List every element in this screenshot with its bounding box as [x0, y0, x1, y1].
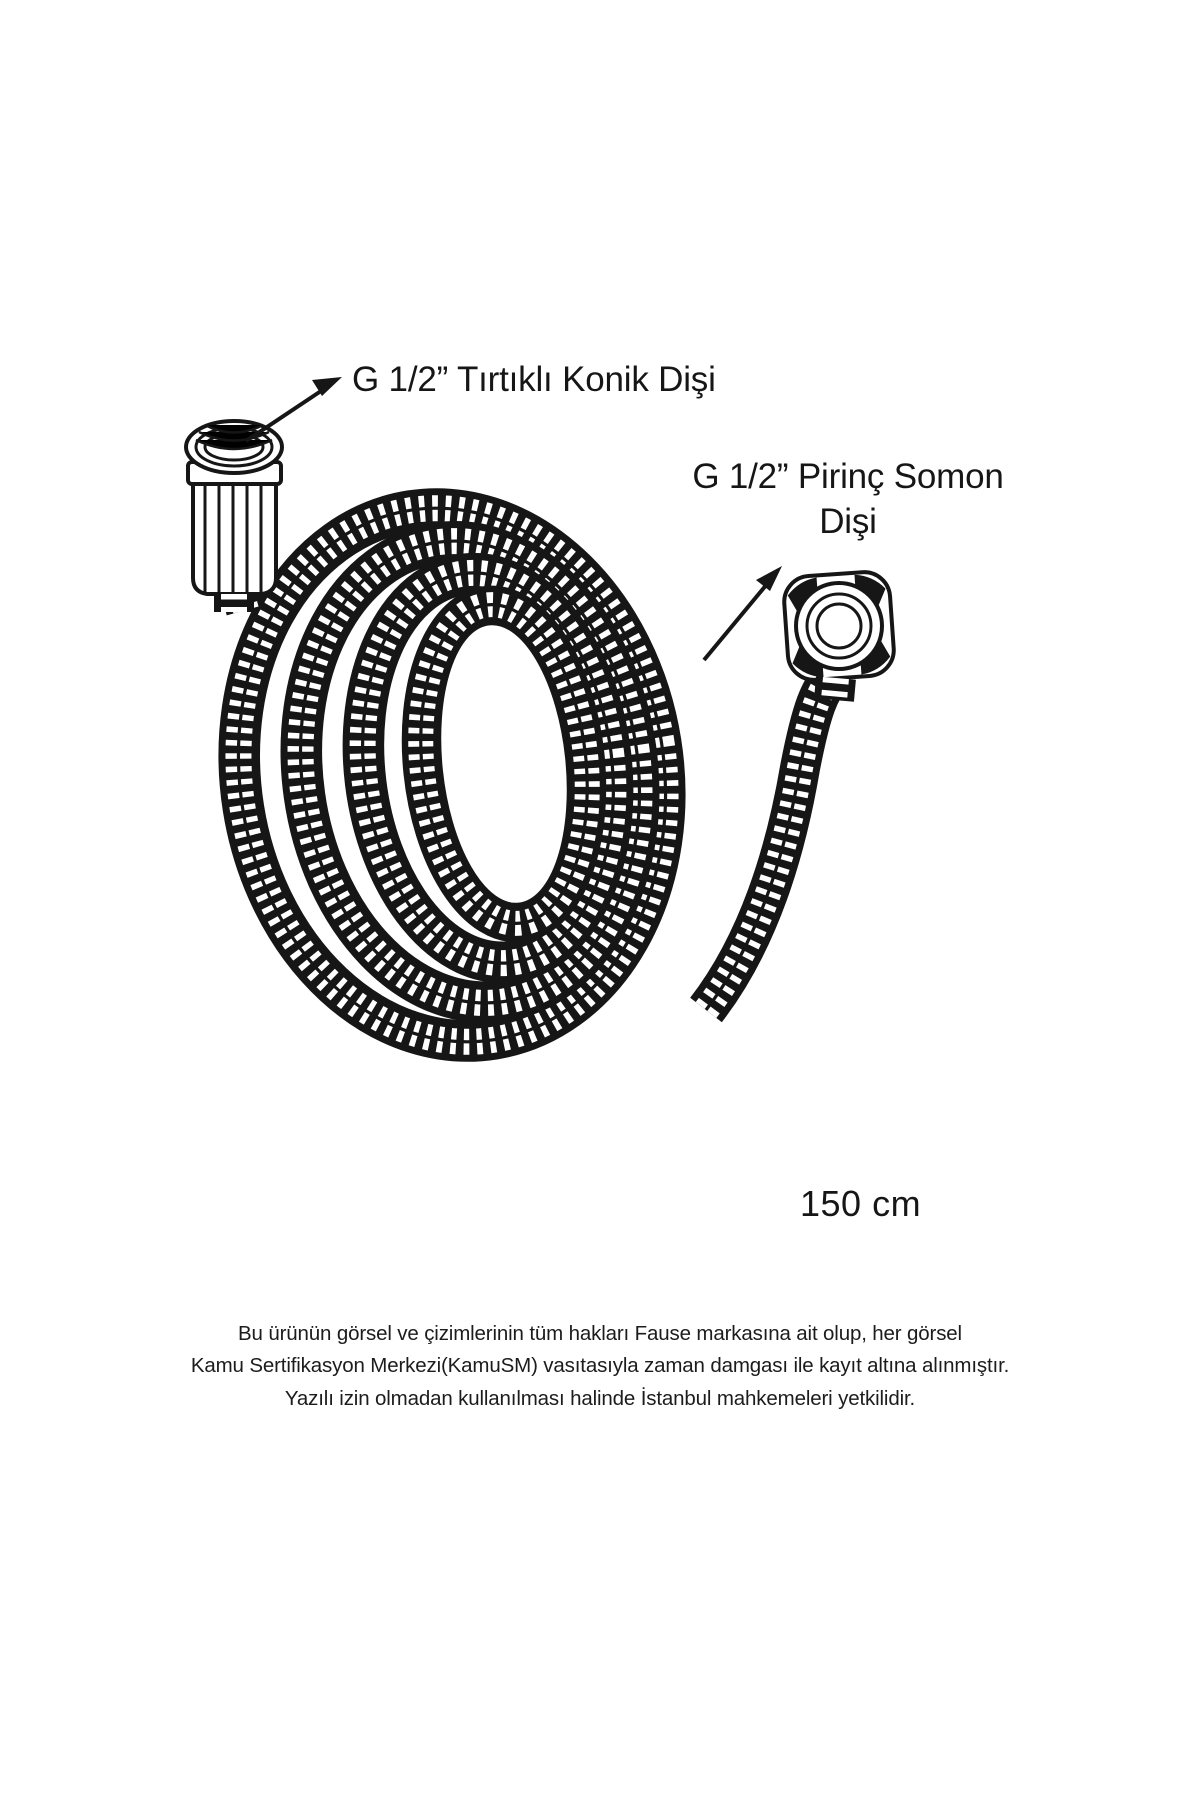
copyright-line-1: Bu ürünün görsel ve çizimlerinin tüm hak…: [238, 1322, 962, 1345]
copyright-line-3: Yazılı izin olmadan kullanılması halinde…: [284, 1386, 916, 1410]
label-brass-thread-line2: Dişi: [819, 501, 877, 541]
label-conical-thread: G 1/2” Tırtıklı Konik Dişi: [352, 360, 716, 399]
label-hose-length: 150 cm: [800, 1183, 922, 1224]
connector-conical-nut: [184, 419, 284, 612]
hose-loop-inner: [401, 585, 607, 943]
hose-tail-right: [690, 662, 848, 1023]
leader-arrow-brass: [702, 566, 782, 662]
copyright-line-2: Kamu Sertifikasyon Merkezi(KamuSM) vasıt…: [190, 1354, 1010, 1378]
copyright-notice: Bu ürünün görsel ve çizimlerinin tüm hak…: [0, 1318, 1200, 1415]
label-brass-thread: G 1/2” Pirinç Somon Dişi: [672, 455, 1024, 545]
hose-coil-group: [184, 377, 896, 1062]
leader-arrow-conical: [244, 377, 342, 443]
connector-brass-nut: [782, 570, 896, 702]
label-brass-thread-line1: G 1/2” Pirinç Somon: [692, 457, 1004, 496]
